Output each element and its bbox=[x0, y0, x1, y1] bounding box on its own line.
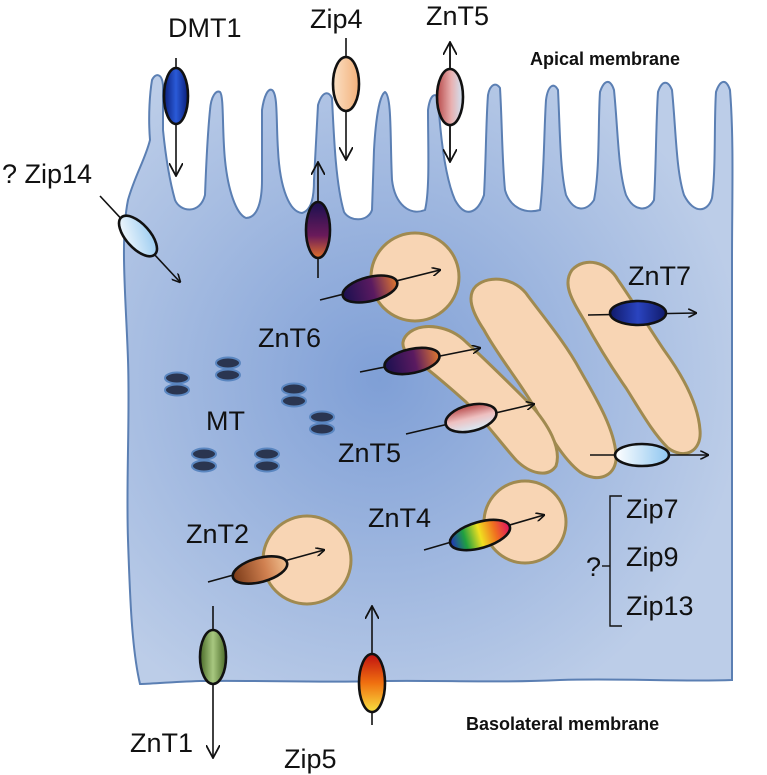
znt6-vesicle-transporter bbox=[341, 274, 399, 304]
zip13-label: Zip13 bbox=[626, 591, 694, 621]
znt6-label: ZnT6 bbox=[258, 323, 321, 353]
dmt1-label: DMT1 bbox=[168, 13, 242, 43]
znt4-transporter bbox=[448, 518, 512, 552]
zip7-label: Zip7 bbox=[626, 494, 679, 524]
zip5-transporter bbox=[357, 652, 387, 714]
zip4-label: Zip4 bbox=[310, 4, 363, 34]
zip5-label: Zip5 bbox=[284, 744, 337, 774]
zip-question-label: ? bbox=[586, 552, 601, 582]
znt5-golgi-transporter bbox=[444, 402, 498, 434]
znt5-apical-transporter bbox=[435, 67, 465, 127]
znt7-transporter bbox=[608, 299, 668, 327]
znt7-label: ZnT7 bbox=[628, 261, 691, 291]
znt6-golgi-transporter bbox=[383, 346, 441, 376]
apical-membrane-label: Apical membrane bbox=[530, 49, 680, 69]
znt5-apical-label: ZnT5 bbox=[426, 1, 489, 31]
znt2-transporter bbox=[231, 555, 289, 585]
zip9-label: Zip9 bbox=[626, 542, 679, 572]
zip-bracket bbox=[609, 495, 622, 627]
znt4-label: ZnT4 bbox=[368, 503, 431, 533]
mt-label: MT bbox=[206, 406, 245, 436]
basolateral-membrane-label: Basolateral membrane bbox=[466, 714, 659, 734]
zip-golgi-transporter bbox=[613, 442, 671, 468]
zip14-transporter bbox=[117, 214, 159, 258]
zip14-label: ? Zip14 bbox=[2, 159, 92, 189]
dmt1-transporter bbox=[162, 66, 190, 126]
znt5-golgi-label: ZnT5 bbox=[338, 438, 401, 468]
znt1-label: ZnT1 bbox=[130, 728, 193, 758]
znt2-label: ZnT2 bbox=[186, 519, 249, 549]
zip4-transporter bbox=[331, 55, 361, 113]
metallothionein-cluster bbox=[164, 356, 335, 473]
golgi-cisterna-middle bbox=[469, 277, 618, 480]
golgi-cisterna-outer bbox=[566, 260, 702, 455]
znt1-transporter bbox=[198, 628, 228, 686]
znt6-apical-transporter bbox=[304, 200, 332, 260]
